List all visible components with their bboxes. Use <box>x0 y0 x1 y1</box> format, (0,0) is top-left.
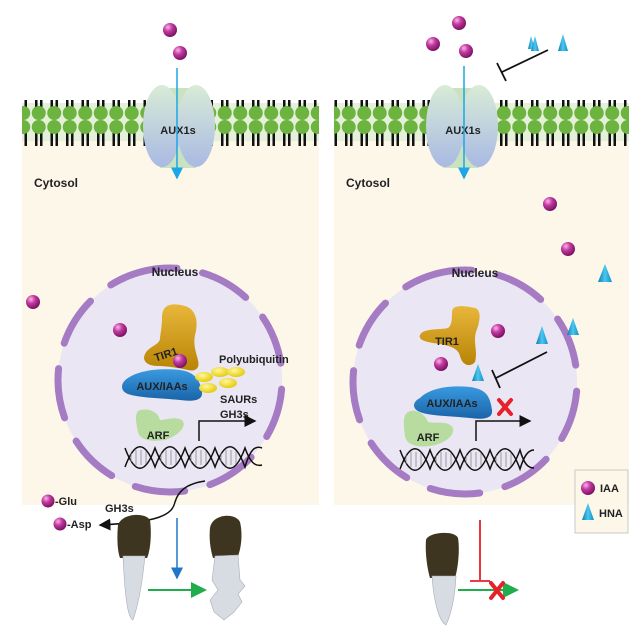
iaa-molecule <box>459 44 473 58</box>
blocked-x-mark <box>497 398 513 416</box>
asp-conjugate-label: -Asp <box>67 519 92 531</box>
root-after-hairs <box>209 515 246 621</box>
iaa-molecule <box>113 323 127 337</box>
iaa-glu-conjugate <box>41 494 55 508</box>
legend-iaa-label: IAA <box>600 483 619 495</box>
iaa-molecule <box>452 16 466 30</box>
transcription-arrow <box>198 415 257 441</box>
iaa-bound <box>173 354 187 368</box>
iaa-asp-conjugate <box>53 517 67 531</box>
legend-iaa-icon <box>581 481 595 495</box>
gh3s-gene-label: GH3s <box>220 409 249 421</box>
gh3s-enzyme-label: GH3s <box>105 503 134 515</box>
nucleus-label: Nucleus <box>152 265 199 279</box>
hna-molecule <box>558 34 568 51</box>
legend: IAA HNA <box>574 469 629 534</box>
aux-iaa-repressor: AUX/IAAs <box>414 386 493 419</box>
legend-hna-label: HNA <box>599 508 623 520</box>
iaa-molecule <box>561 242 575 256</box>
inhibition-of-growth <box>470 520 490 582</box>
arf-label: ARF <box>147 430 170 442</box>
aux1-transporter: AUX1s <box>143 85 215 168</box>
tir1-receptor: TIR1 <box>144 304 199 371</box>
aux-iaa-repressor: AUX/IAAs <box>122 369 203 401</box>
nucleus-label: Nucleus <box>452 266 499 280</box>
aux1-transporter: AUX1s <box>426 85 498 168</box>
hna-molecule <box>472 364 484 381</box>
aux1-label: AUX1s <box>160 125 195 137</box>
inhibition-of-uptake <box>496 49 549 82</box>
iaa-molecule <box>491 324 505 338</box>
inhibition-of-degradation <box>491 351 548 389</box>
legend-hna-icon <box>582 503 594 520</box>
hna-molecule <box>567 318 579 335</box>
arf-label: ARF <box>417 432 440 444</box>
panel-hna-treated: AUX1s Cytosol Nucleus TIR1 A <box>334 16 629 626</box>
iaa-molecule <box>434 357 448 371</box>
transcription-arrow <box>475 415 532 441</box>
arf-factor: ARF <box>136 409 184 442</box>
blocked-growth-x-mark <box>489 581 505 600</box>
arf-factor: ARF <box>403 410 454 447</box>
root-before <box>117 514 151 621</box>
dna-helix <box>124 445 263 470</box>
iaa-molecule <box>163 23 177 37</box>
polyubiquitin-label: Polyubiquitin <box>219 354 289 366</box>
tir1-receptor: TIR1 <box>419 306 480 366</box>
iaa-molecule <box>426 37 440 51</box>
polyubiquitin-chain <box>195 367 245 393</box>
hna-molecule <box>536 326 548 344</box>
cytosol-label: Cytosol <box>34 176 78 190</box>
tir1-label: TIR1 <box>435 336 459 348</box>
aux-iaa-label: AUX/IAAs <box>136 381 187 393</box>
hna-molecule <box>531 36 539 51</box>
aux1-label: AUX1s <box>445 125 480 137</box>
glu-conjugate-label: -Glu <box>55 496 77 508</box>
iaa-molecule <box>26 295 40 309</box>
cytosol-label: Cytosol <box>346 176 390 190</box>
saurs-label: SAURs <box>220 394 257 406</box>
root-unchanged <box>425 532 459 626</box>
hna-molecule <box>598 264 612 282</box>
iaa-molecule <box>173 46 187 60</box>
iaa-molecule <box>543 197 557 211</box>
dna-helix <box>399 447 535 472</box>
panel-control: AUX1s Cytosol Nucleus TIR1 AUX/IAAs <box>22 23 319 621</box>
aux-iaa-label: AUX/IAAs <box>426 398 477 410</box>
